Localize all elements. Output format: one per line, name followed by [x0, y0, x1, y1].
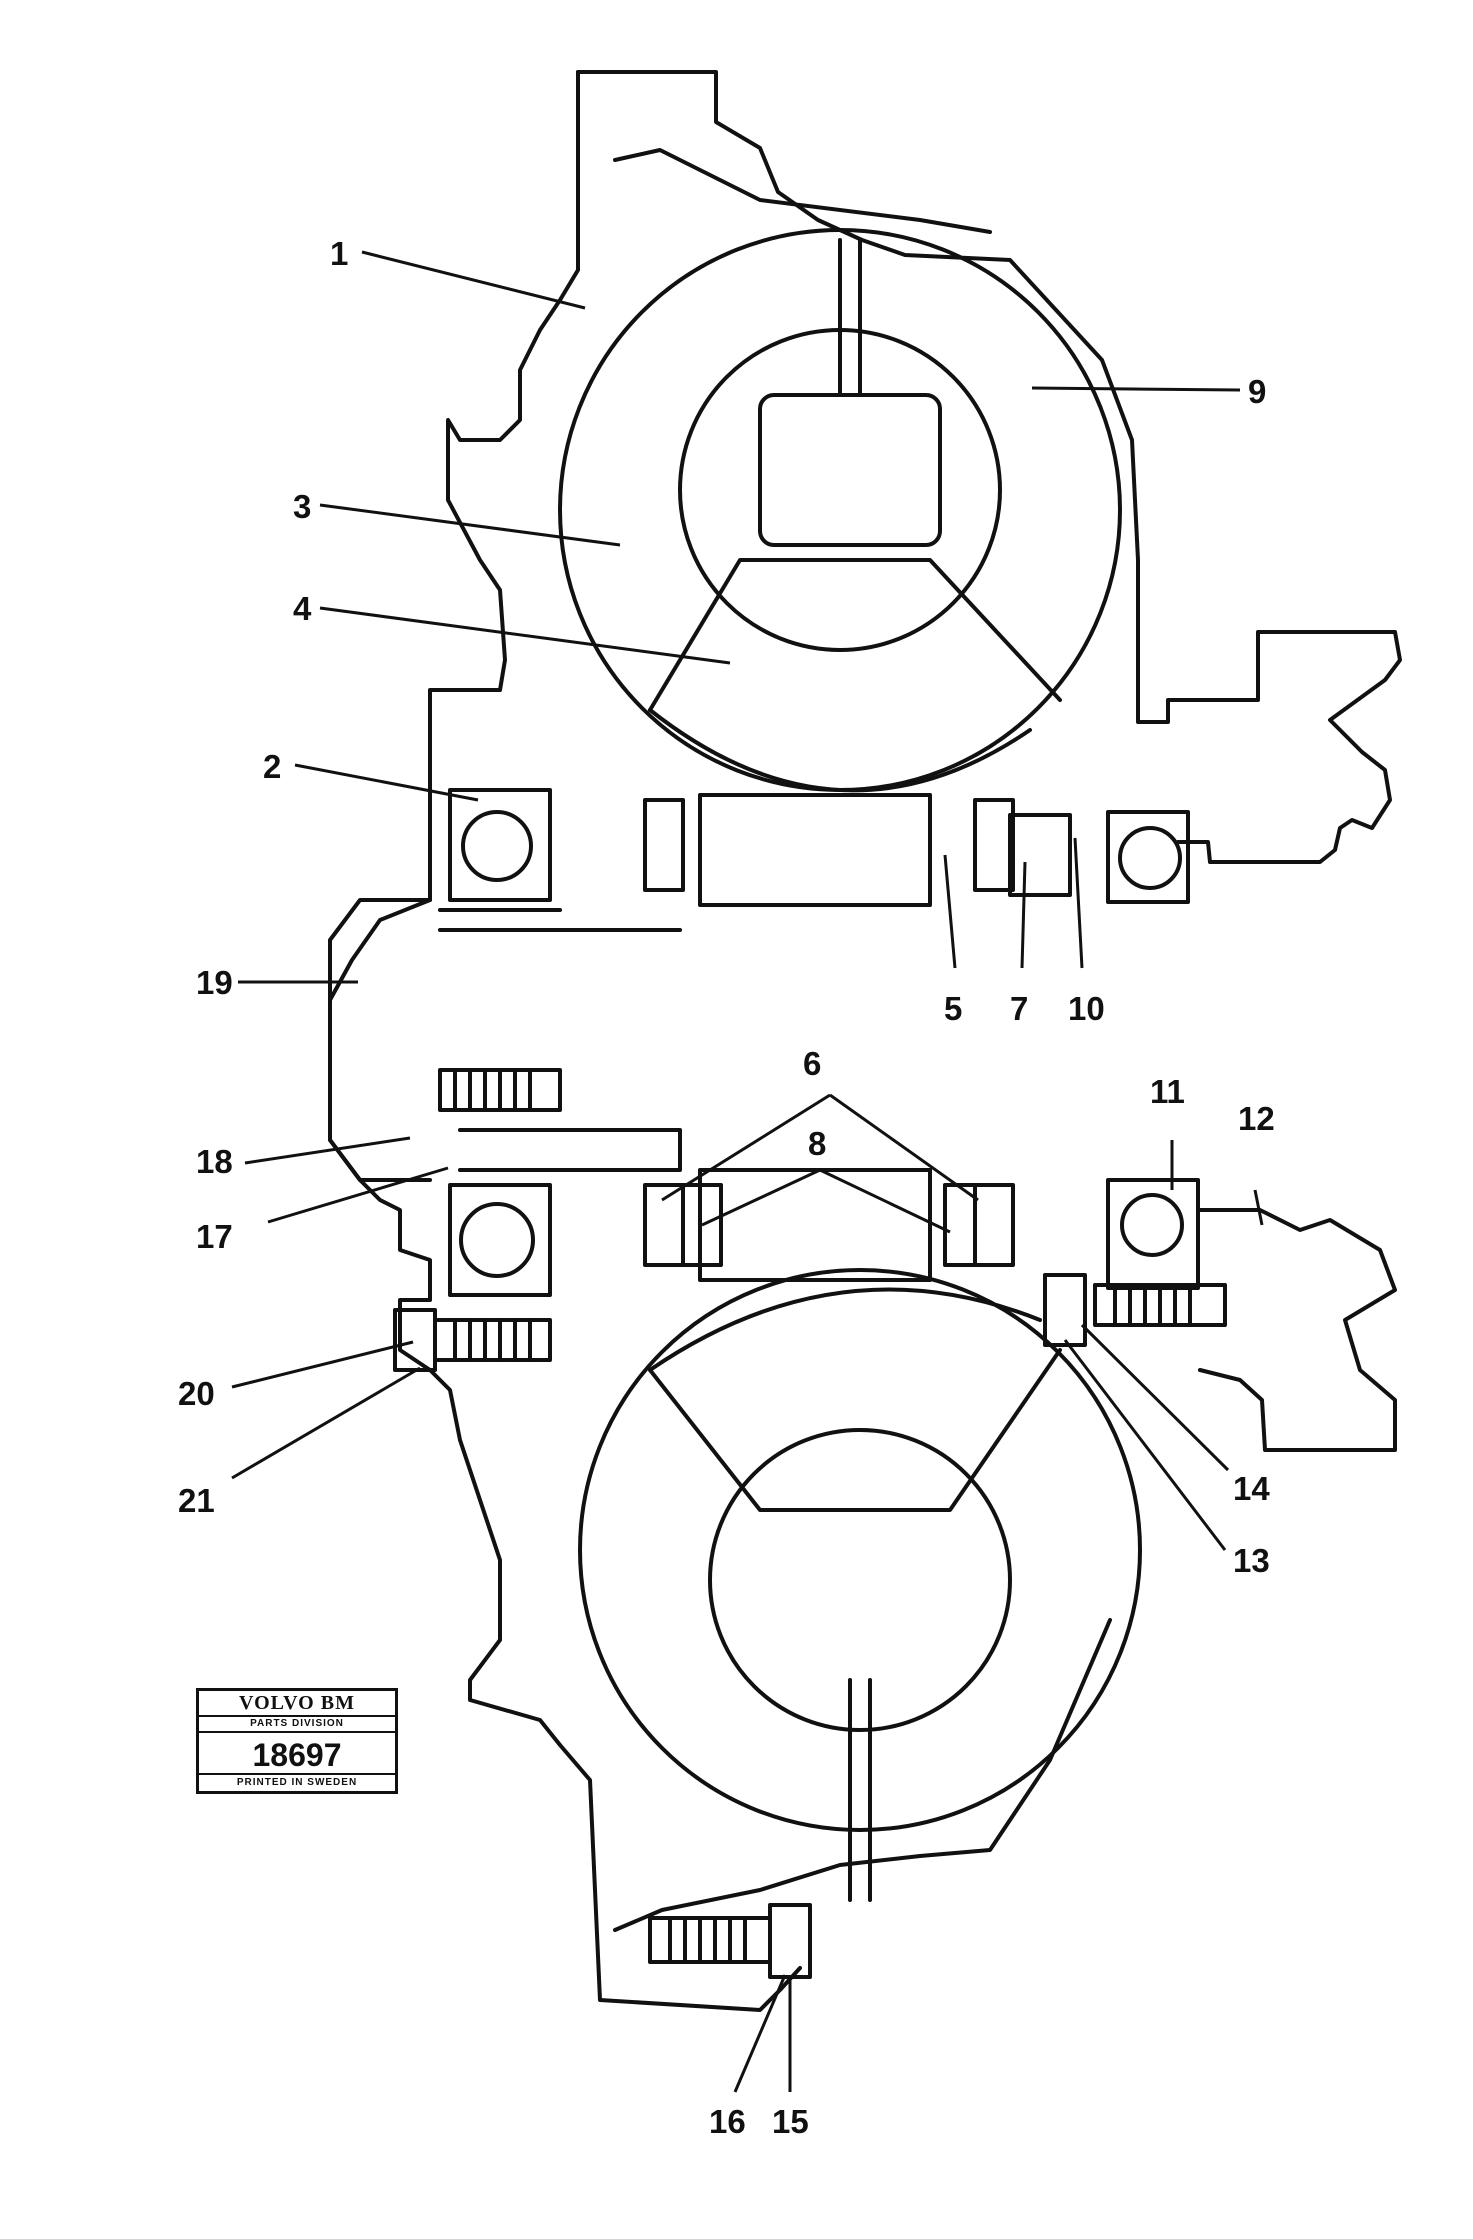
cover-19 — [328, 898, 432, 1182]
hub-lower — [698, 1168, 932, 1282]
callout-14: 14 — [1233, 1470, 1270, 1507]
hub-upper — [698, 793, 932, 907]
bearing-11-ball — [1120, 1193, 1184, 1257]
stator-arc-lower — [648, 1287, 1042, 1372]
callout-10: 10 — [1068, 990, 1105, 1027]
callout-3: 3 — [293, 488, 311, 525]
callout-15: 15 — [772, 2103, 809, 2140]
callout-11: 11 — [1150, 1073, 1185, 1110]
bolt-14 — [1043, 1273, 1227, 1347]
bearing-lower-race — [448, 1183, 552, 1297]
ring-upper-right — [973, 798, 1015, 892]
stator-blade-upper — [648, 558, 1062, 712]
turbine-stem-upper — [838, 238, 862, 397]
callout-4: 4 — [293, 590, 312, 627]
shaft-lower — [458, 1128, 682, 1172]
callout-18: 18 — [196, 1143, 233, 1180]
housing-outline — [576, 70, 1402, 864]
stamp-printed: PRINTED IN SWEDEN — [199, 1773, 395, 1791]
callout-2: 2 — [263, 748, 281, 785]
turbine-stem-lower — [848, 1678, 872, 1902]
callout-17: 17 — [196, 1218, 233, 1255]
turbine-inner-lower — [708, 1428, 1012, 1732]
stamp-brand: VOLVO BM — [199, 1691, 395, 1717]
callout-12: 12 — [1238, 1100, 1275, 1137]
shaft-upper — [438, 908, 682, 932]
stator-arc-upper — [648, 708, 1032, 793]
housing-inner-wall — [613, 148, 992, 234]
stamp-number: 18697 — [252, 1737, 342, 1773]
stator-blade-lower — [648, 1348, 1062, 1512]
volvo-bm-stamp: VOLVO BM PARTS DIVISION 18697 PRINTED IN… — [196, 1688, 398, 1794]
callout-21: 21 — [178, 1482, 215, 1519]
ring-8-right — [943, 1183, 977, 1267]
pump-impeller-lower — [578, 1268, 1142, 1832]
bearing-2-race — [448, 788, 552, 902]
bearing-2-ball — [461, 810, 533, 882]
callout-13: 13 — [1233, 1542, 1270, 1579]
callout-19: 19 — [196, 964, 233, 1001]
bearing-right-race — [1106, 810, 1190, 904]
seal-7 — [1008, 813, 1072, 897]
callout-7: 7 — [1010, 990, 1028, 1027]
bearing-right-ball — [1118, 826, 1182, 890]
ring-upper-left — [643, 798, 685, 892]
callout-6: 6 — [803, 1045, 821, 1082]
flange-12 — [1198, 1208, 1397, 1452]
ring-8-left — [681, 1183, 723, 1267]
callout-16: 16 — [709, 2103, 746, 2140]
bolt-upper-left — [438, 1068, 562, 1112]
housing-inner-wall-lower — [613, 1618, 1112, 1932]
callout-9: 9 — [1248, 373, 1266, 410]
callout-8: 8 — [808, 1125, 826, 1162]
turbine-cavity-upper — [758, 393, 942, 547]
housing-outline-left — [328, 70, 802, 2012]
callout-5: 5 — [944, 990, 962, 1027]
stamp-division: PARTS DIVISION — [199, 1717, 395, 1733]
callout-20: 20 — [178, 1375, 215, 1412]
bearing-lower-ball — [459, 1202, 535, 1278]
bearing-11-race — [1106, 1178, 1200, 1290]
ring-6-right — [973, 1183, 1015, 1267]
bolt-15 — [648, 1903, 812, 1979]
leader-lines — [231, 250, 1264, 2093]
callout-1: 1 — [330, 235, 348, 272]
